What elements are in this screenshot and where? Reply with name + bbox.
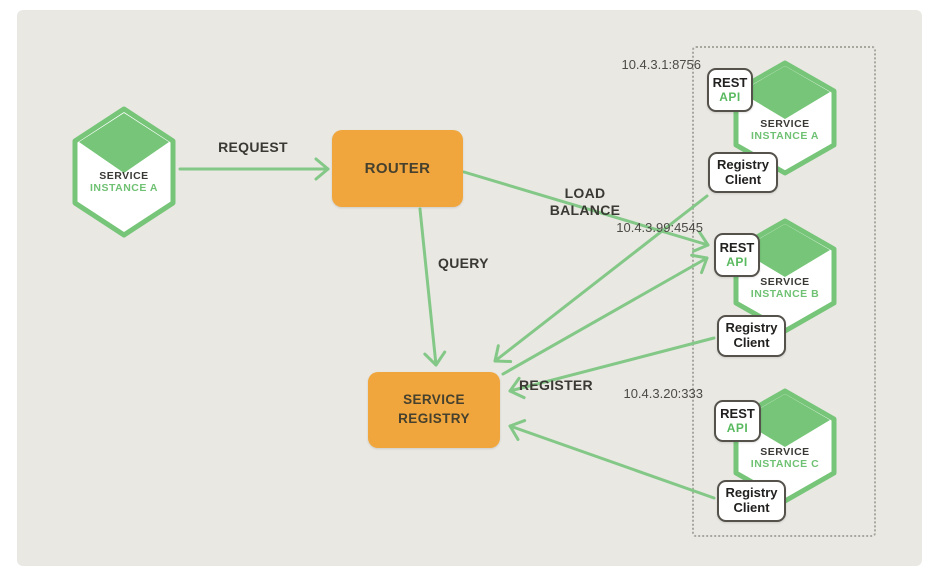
rest-label: REST <box>712 74 748 90</box>
ip-label-instance-c: 10.4.3.20:333 <box>623 386 703 401</box>
registry-client-box-instance-a: Registry Client <box>708 152 778 193</box>
registry-client-label-line2: Client <box>724 171 762 187</box>
rest-api-box-instance-b: REST API <box>714 233 760 277</box>
edge-label-register: REGISTER <box>519 377 593 393</box>
service-label: SERVICE <box>760 118 810 130</box>
registry-client-box-instance-b: Registry Client <box>717 315 786 357</box>
service-label: SERVICE <box>760 446 810 458</box>
service-registry-label-line2: REGISTRY <box>398 411 470 426</box>
rest-label: REST <box>719 239 755 255</box>
api-label: API <box>726 420 749 435</box>
router-node: ROUTER <box>332 130 463 207</box>
registry-client-label-line2: Client <box>733 500 770 515</box>
rest-label: REST <box>720 405 755 421</box>
rest-api-box-instance-c: REST API <box>714 400 761 442</box>
edge-label-load: LOAD <box>564 185 606 201</box>
hexagon-label: SERVICE INSTANCE B <box>733 276 837 300</box>
service-registry-label: SERVICE REGISTRY <box>398 391 470 429</box>
hexagon-label: SERVICE INSTANCE A <box>72 170 176 194</box>
registry-client-label-line1: Registry <box>716 156 770 172</box>
edge-label-balance: BALANCE <box>549 201 621 218</box>
service-label: SERVICE <box>99 170 149 182</box>
hexagon-icon <box>72 106 176 238</box>
edge-label-request: REQUEST <box>218 139 288 155</box>
service-registry-node: SERVICE REGISTRY <box>368 372 500 448</box>
api-label: API <box>719 89 741 104</box>
instance-label: INSTANCE A <box>751 130 819 142</box>
ip-label-instance-a: 10.4.3.1:8756 <box>621 57 701 72</box>
service-registry-label-line1: SERVICE <box>403 392 465 408</box>
rest-api-box-instance-a: REST API <box>707 68 753 112</box>
registry-client-label-line2: Client <box>733 335 770 350</box>
hexagon-label: SERVICE INSTANCE A <box>733 118 837 142</box>
hexagon-label: SERVICE INSTANCE C <box>733 446 837 470</box>
edge-label-load-balance: LOAD BALANCE <box>534 185 636 218</box>
instance-label: INSTANCE C <box>750 458 820 470</box>
instance-label: INSTANCE B <box>750 288 820 300</box>
registry-client-label-line1: Registry <box>725 485 778 501</box>
router-label: ROUTER <box>364 160 431 177</box>
api-label: API <box>726 254 748 269</box>
client-service-instance-a: SERVICE INSTANCE A <box>72 106 176 238</box>
instance-label: INSTANCE A <box>90 182 158 194</box>
service-label: SERVICE <box>760 276 810 288</box>
edge-label-query: QUERY <box>438 255 489 271</box>
registry-client-box-instance-c: Registry Client <box>717 480 786 522</box>
registry-client-label-line1: Registry <box>725 320 778 336</box>
ip-label-instance-b: 10.4.3.99:4545 <box>616 220 703 235</box>
